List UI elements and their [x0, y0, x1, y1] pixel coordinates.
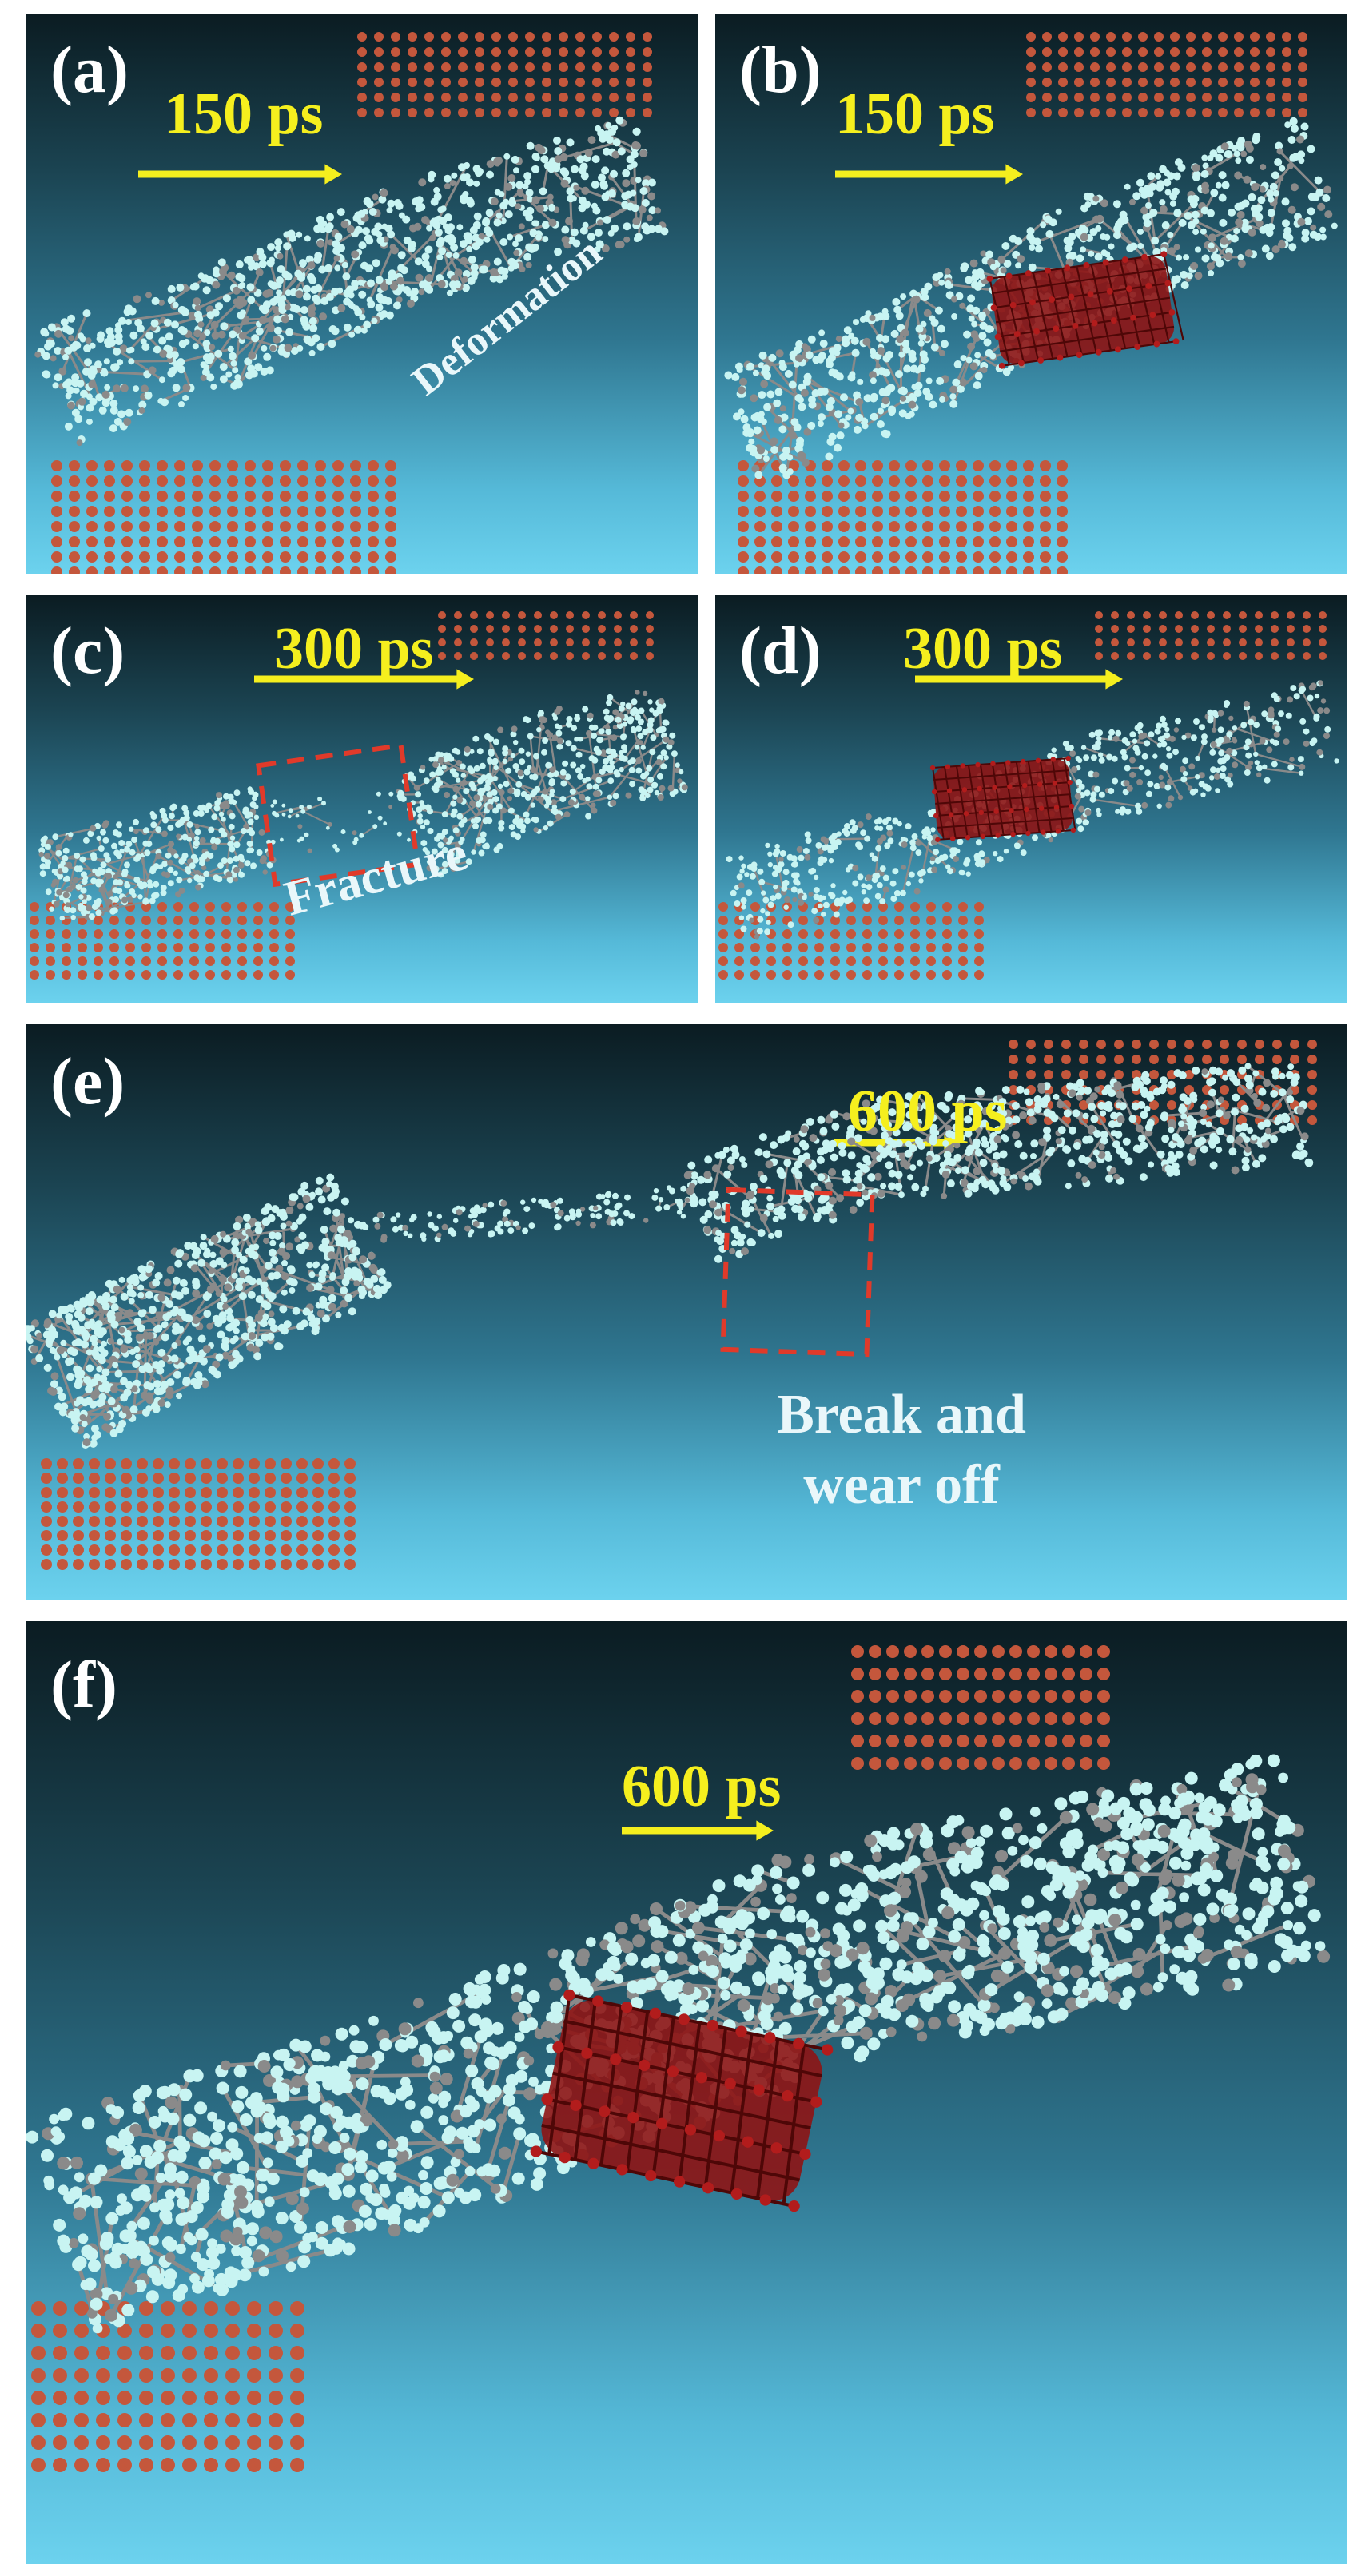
scene-b: [724, 32, 1338, 574]
nanotube-b: [986, 251, 1184, 369]
panel-label-d: (d): [739, 614, 822, 688]
panel-c: (c) 300 ps Fracture: [26, 595, 698, 1003]
scene-e: [26, 1040, 1317, 1570]
panel-label-e: (e): [50, 1044, 125, 1119]
panel-f: (f) 600 ps: [26, 1621, 1347, 2564]
scene-c: [30, 611, 688, 980]
annotation-line-1: Break and: [777, 1384, 1026, 1445]
time-label-c: 300 ps: [274, 616, 434, 682]
scene-f: [26, 1645, 1331, 2472]
top-substrate-a: [357, 32, 652, 117]
panel-b: (b) 150 ps: [715, 14, 1347, 574]
scene-d: [718, 611, 1339, 980]
time-arrow-f: [622, 1820, 774, 1841]
polymer-film-right-c: [396, 690, 688, 878]
time-arrow-d: [915, 669, 1123, 690]
polymer-fragments-c: [270, 791, 411, 853]
bottom-substrate-e: [41, 1458, 356, 1570]
panel-label-a: (a): [50, 33, 129, 107]
polymer-film-right-e: [683, 1063, 1314, 1263]
polymer-film-f: [26, 1754, 1331, 2334]
wear-box-e: [720, 1187, 875, 1358]
panel-label-c: (c): [50, 614, 125, 688]
panel-label-b: (b): [739, 33, 822, 107]
top-substrate-c: [438, 611, 654, 660]
bottom-substrate-f: [31, 2301, 304, 2472]
panel-label-f: (f): [50, 1648, 117, 1722]
fracture-box-c: [256, 742, 420, 888]
top-substrate-f: [851, 1645, 1110, 1770]
polymer-film-left-c: [38, 786, 277, 921]
top-substrate-d: [1095, 611, 1327, 660]
bottom-substrate-a: [51, 460, 396, 574]
top-substrate-b: [1026, 32, 1307, 117]
polymer-chain-e: [358, 1182, 696, 1243]
polymer-film-left-e: [26, 1173, 392, 1449]
time-arrow-b: [835, 164, 1023, 185]
polymer-film-a: [34, 116, 669, 447]
time-arrow-a: [138, 164, 342, 185]
bottom-substrate-c: [30, 902, 295, 980]
time-label-f: 600 ps: [622, 1754, 782, 1819]
panel-e: (e) 600 ps Break and wear off: [26, 1024, 1347, 1600]
scene-a: [34, 32, 669, 574]
panel-a: (a) 150 ps Deformation: [26, 14, 698, 574]
time-label-b: 150 ps: [835, 81, 995, 147]
nanotube-d: [929, 755, 1076, 843]
time-label-e: 600 ps: [848, 1079, 1008, 1144]
time-arrow-c: [254, 669, 474, 690]
bottom-substrate-d: [718, 902, 984, 980]
nanotube-f: [530, 1989, 834, 2212]
time-label-a: 150 ps: [164, 81, 324, 147]
time-label-d: 300 ps: [903, 616, 1063, 682]
annotation-break-and-wear-off: Break and wear off: [710, 1380, 1093, 1520]
panel-d: (d) 300 ps: [715, 595, 1347, 1003]
annotation-line-2: wear off: [803, 1453, 1000, 1516]
